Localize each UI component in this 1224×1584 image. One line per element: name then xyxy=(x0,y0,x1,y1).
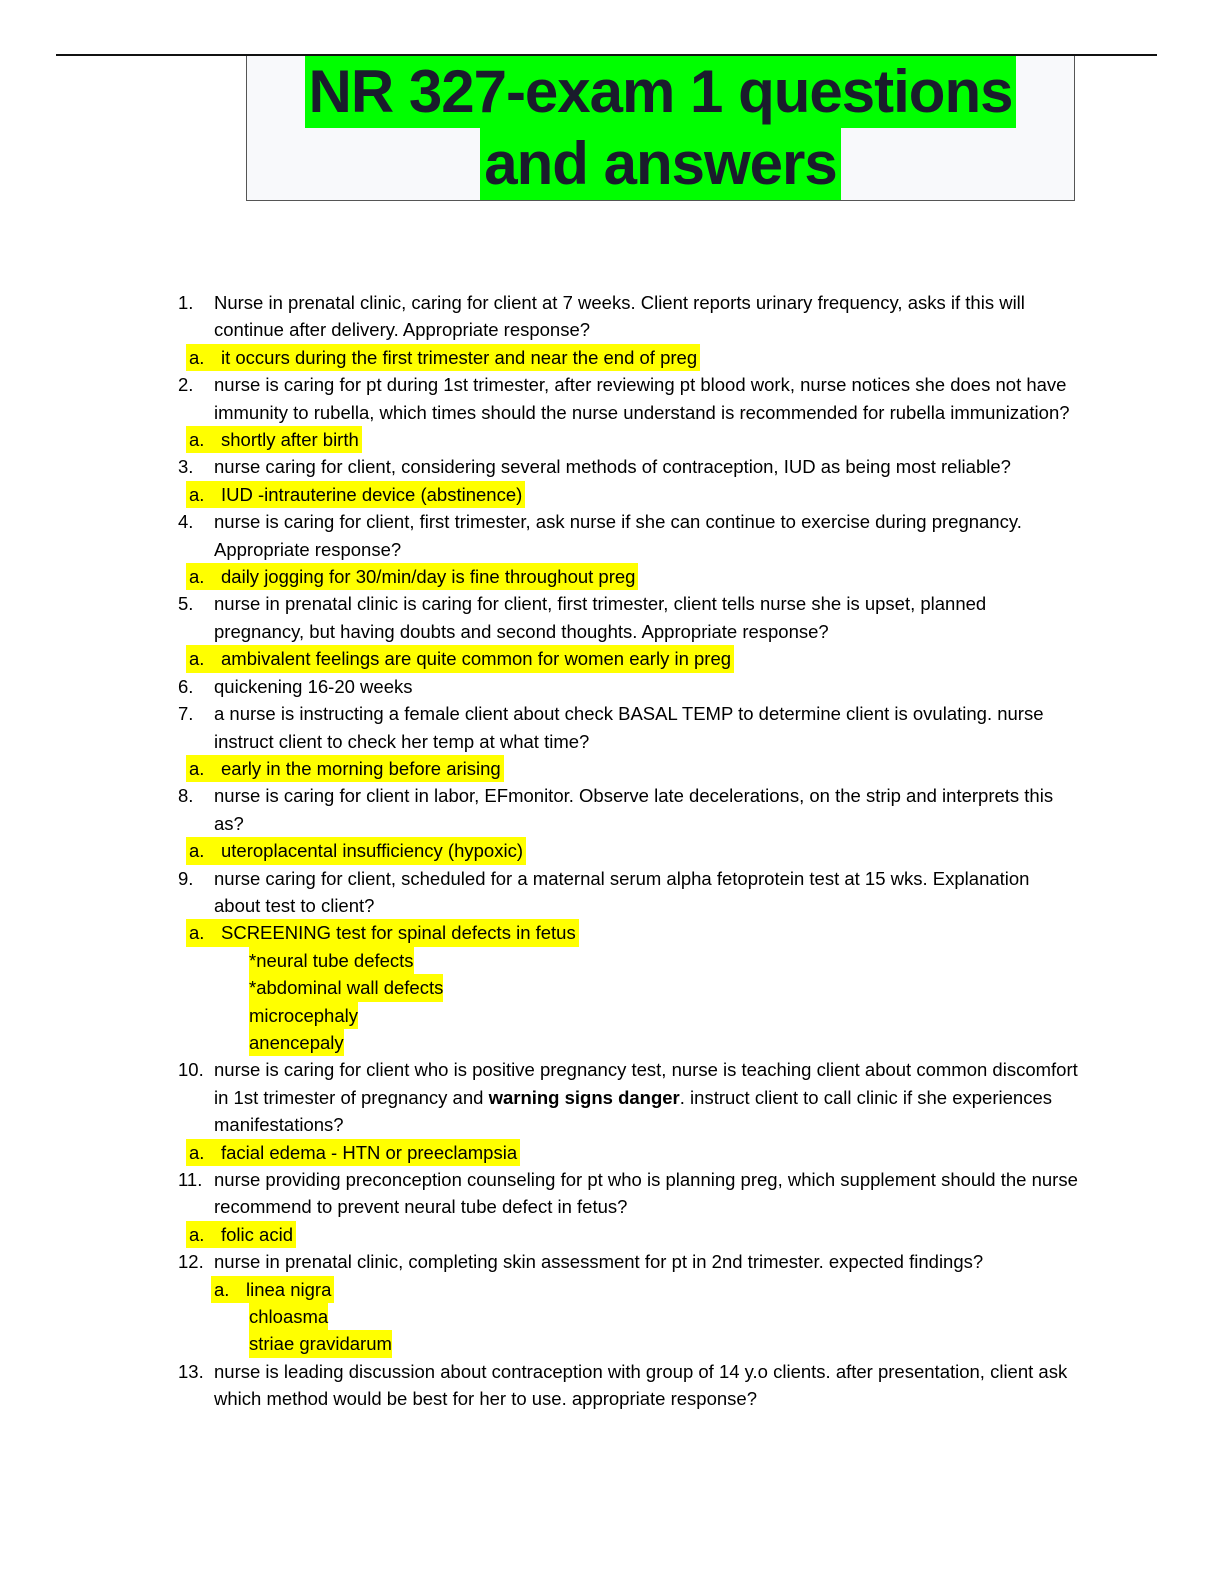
question-number: 11. xyxy=(178,1169,203,1190)
answer-detail: anencepaly xyxy=(249,1028,344,1057)
question-text: Nurse in prenatal clinic, caring for cli… xyxy=(214,292,1025,341)
answer-label: a. xyxy=(214,1278,230,1300)
answer-7: a. early in the morning before arising xyxy=(186,754,1078,783)
answer-detail: microcephaly xyxy=(249,1001,358,1029)
question-number: 4. xyxy=(178,511,194,533)
question-number: 13. xyxy=(178,1360,204,1382)
answer-text: folic acid xyxy=(221,1223,293,1245)
question-number: 6. xyxy=(178,675,194,697)
question-number: 9. xyxy=(178,867,194,889)
question-text: quickening 16-20 weeks xyxy=(214,675,413,697)
answer-text: linea nigra xyxy=(246,1278,332,1300)
question-number: 12. xyxy=(178,1251,204,1273)
question-text: nurse is caring for client in labor, EFm… xyxy=(214,785,1054,834)
question-13: 13. nurse is leading discussion about con… xyxy=(178,1358,1078,1413)
answer-label: a. xyxy=(189,1223,205,1245)
question-text: a nurse is instructing a female client a… xyxy=(214,703,1044,752)
answer-label: a. xyxy=(189,1141,205,1163)
question-text: nurse is caring for client who is positi… xyxy=(214,1059,1078,1108)
question-text: nurse providing preconception counseling… xyxy=(214,1169,1078,1218)
question-text: nurse in prenatal clinic is caring for c… xyxy=(214,593,987,642)
answer-label: a. xyxy=(189,346,205,368)
answer-label: a. xyxy=(189,483,205,505)
question-number: 1. xyxy=(178,292,194,313)
question-text: nurse is leading discussion about contra… xyxy=(214,1360,1068,1410)
question-number: 3. xyxy=(178,456,194,478)
question-number: 10. xyxy=(178,1059,204,1081)
answer-9-detail: microcephaly xyxy=(249,1001,1078,1029)
question-text: nurse caring for client, scheduled for a… xyxy=(214,867,1030,916)
answer-label: a. xyxy=(189,648,205,670)
question-4: 4. nurse is caring for client, first trim… xyxy=(178,508,1078,563)
answer-detail: *neural tube defects xyxy=(249,946,414,975)
question-8: 8. nurse is caring for client in labor, E… xyxy=(178,782,1078,837)
answer-9-detail: *neural tube defects xyxy=(249,946,1078,975)
answer-8: a. uteroplacental insufficiency (hypoxic) xyxy=(186,837,1078,865)
answer-detail: *abdominal wall defects xyxy=(249,974,444,1002)
question-3: 3. nurse caring for client, considering s… xyxy=(178,453,1078,480)
answer-text: IUD -intrauterine device (abstinence) xyxy=(221,483,523,505)
question-11: 11. nurse providing preconception counsel… xyxy=(178,1166,1078,1221)
answer-9-detail: *abdominal wall defects xyxy=(249,974,1078,1002)
answer-3: a. IUD -intrauterine device (abstinence) xyxy=(186,480,1078,509)
question-text: . instruct client to call clinic if she … xyxy=(214,1086,1052,1136)
answer-label: a. xyxy=(189,757,205,779)
answer-detail: chloasma xyxy=(249,1303,329,1331)
answer-10: a. facial edema - HTN or preeclampsia xyxy=(186,1138,1078,1166)
question-6: 6. quickening 16-20 weeks xyxy=(178,673,1078,700)
answer-5: a. ambivalent feelings are quite common f… xyxy=(186,645,1078,673)
question-number: 8. xyxy=(178,785,194,807)
question-number: 7. xyxy=(178,703,194,725)
question-text: nurse is caring for pt during 1st trimes… xyxy=(214,374,1070,423)
question-10: 10. nurse is caring for client who is pos… xyxy=(178,1056,1078,1138)
answer-4: a. daily jogging for 30/min/day is fine t… xyxy=(186,563,1078,591)
answer-text: shortly after birth xyxy=(221,429,359,451)
answer-label: a. xyxy=(189,840,205,862)
answer-2: a. shortly after birth xyxy=(186,426,1078,454)
question-text-bold: warning signs danger xyxy=(488,1086,680,1108)
answer-12-detail: chloasma xyxy=(249,1303,1078,1331)
answer-text: SCREENING test for spinal defects in fet… xyxy=(221,922,576,944)
question-number: 2. xyxy=(178,374,194,396)
answer-label: a. xyxy=(189,429,205,451)
question-list: 1. Nurse in prenatal clinic, caring for c… xyxy=(178,289,1078,1413)
answer-1: a. it occurs during the first trimester a… xyxy=(186,343,1078,372)
question-text: nurse is caring for client, first trimes… xyxy=(214,511,1022,560)
question-9: 9. nurse caring for client, scheduled for… xyxy=(178,865,1078,920)
title-box: NR 327-exam 1 questions and answers xyxy=(246,56,1075,201)
question-5: 5. nurse in prenatal clinic is caring for… xyxy=(178,590,1078,645)
question-2: 2. nurse is caring for pt during 1st trim… xyxy=(178,371,1078,426)
answer-11: a. folic acid xyxy=(186,1220,1078,1249)
answer-text: it occurs during the first trimester and… xyxy=(221,346,698,368)
answer-9: a. SCREENING test for spinal defects in f… xyxy=(186,919,1078,947)
question-1: 1. Nurse in prenatal clinic, caring for c… xyxy=(178,289,1078,344)
answer-9-detail: anencepaly xyxy=(249,1028,1078,1057)
answer-text: ambivalent feelings are quite common for… xyxy=(221,648,732,670)
answer-text: uteroplacental insufficiency (hypoxic) xyxy=(221,840,523,862)
answer-text: facial edema - HTN or preeclampsia xyxy=(221,1141,518,1163)
question-12: 12. nurse in prenatal clinic, completing … xyxy=(178,1248,1078,1275)
answer-text: early in the morning before arising xyxy=(221,757,501,779)
answer-label: a. xyxy=(189,566,205,588)
answer-12: a. linea nigra xyxy=(211,1275,1078,1304)
answer-text: daily jogging for 30/min/day is fine thr… xyxy=(221,566,636,588)
answer-detail: striae gravidarum xyxy=(249,1330,392,1358)
answer-12-detail: striae gravidarum xyxy=(249,1330,1078,1358)
question-7: 7. a nurse is instructing a female client… xyxy=(178,700,1078,755)
question-text: nurse in prenatal clinic, completing ski… xyxy=(214,1251,984,1273)
page-title-line-2: and answers xyxy=(480,128,841,200)
answer-label: a. xyxy=(189,922,205,944)
page-title-line-1: NR 327-exam 1 questions xyxy=(304,56,1017,128)
question-text: nurse caring for client, considering sev… xyxy=(214,456,1011,478)
header-rule xyxy=(56,54,1157,56)
question-number: 5. xyxy=(178,593,194,615)
